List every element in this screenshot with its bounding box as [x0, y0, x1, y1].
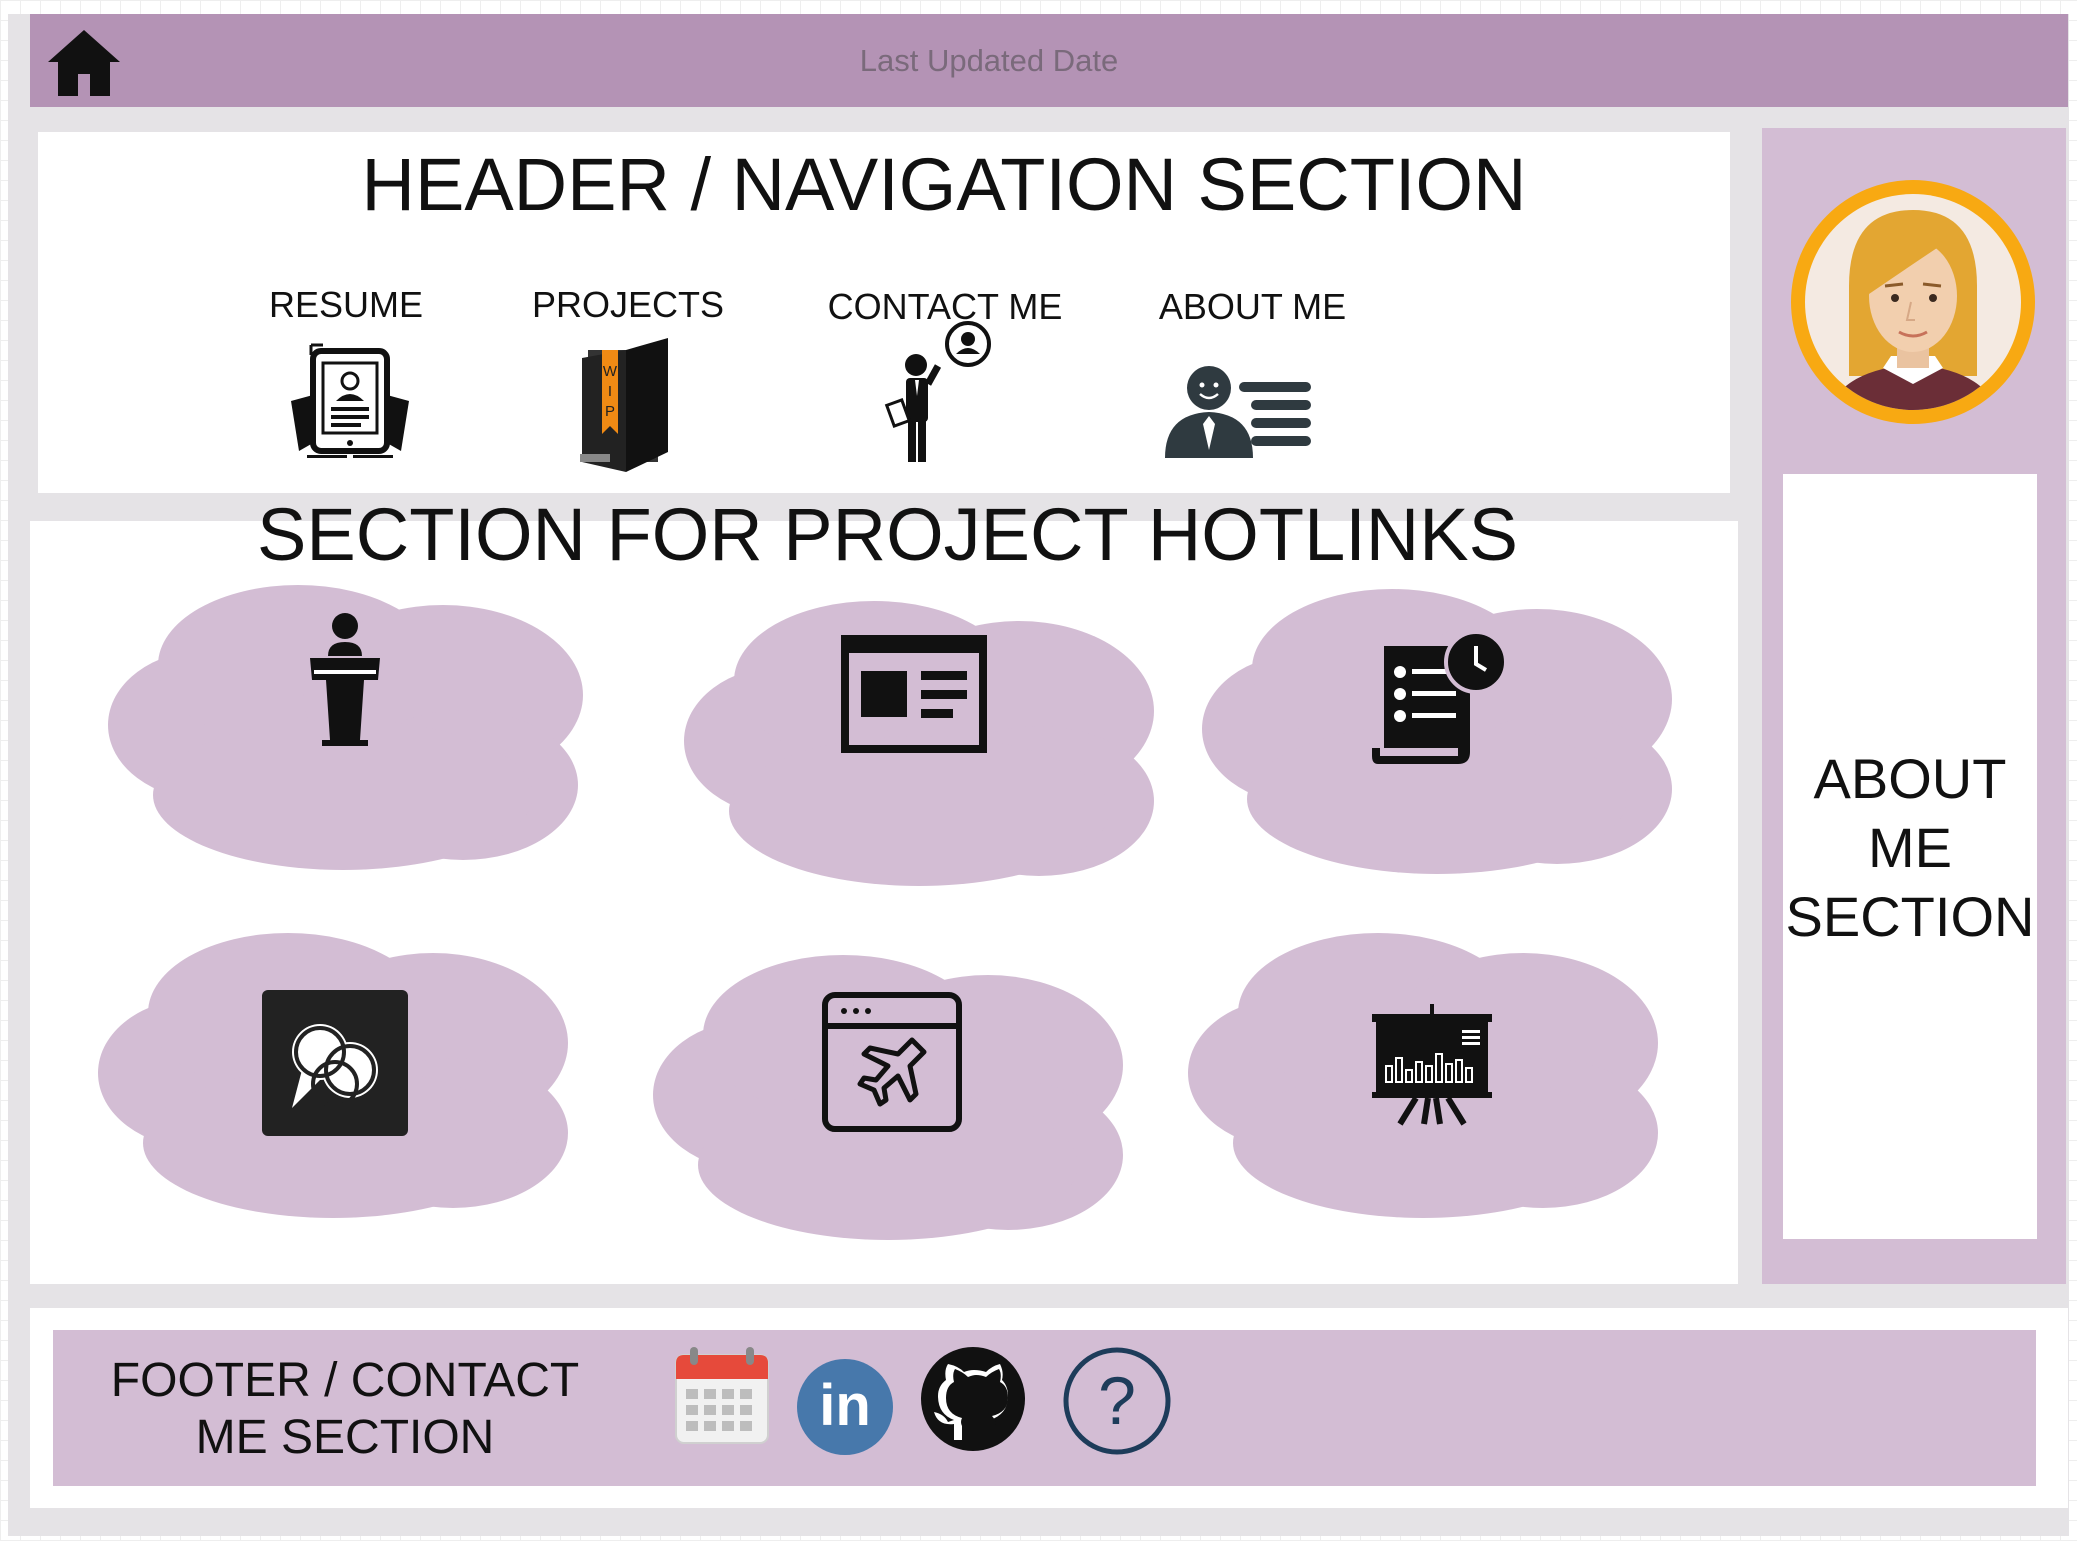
footer-contact-section — [53, 1330, 2036, 1486]
last-updated-date: Last Updated Date — [859, 43, 1119, 78]
podium-speaker-icon[interactable] — [306, 612, 384, 748]
svg-text:I: I — [608, 383, 612, 400]
resume-tablet-icon[interactable] — [283, 343, 417, 465]
linkedin-icon[interactable] — [796, 1358, 894, 1456]
phone-contact-icon[interactable] — [884, 318, 996, 466]
linkedin-label: in — [819, 1373, 871, 1438]
help-icon[interactable] — [1062, 1346, 1172, 1456]
svg-text:W: W — [603, 363, 618, 380]
projects-title: SECTION FOR PROJECT HOTLINKS — [257, 493, 1518, 576]
nav-label-about-me[interactable]: ABOUT ME — [1158, 286, 1347, 327]
browser-airplane-icon[interactable] — [820, 990, 964, 1134]
news-article-icon[interactable] — [841, 635, 987, 753]
home-icon[interactable] — [46, 28, 122, 98]
profile-card-icon[interactable] — [1163, 364, 1313, 462]
svg-text:P: P — [605, 403, 615, 420]
header-title: HEADER / NAVIGATION SECTION — [361, 143, 1527, 226]
footer-title: FOOTER / CONTACT ME SECTION — [110, 1354, 580, 1464]
about-me-title: ABOUT ME SECTION — [1785, 747, 2035, 948]
chat-bubbles-icon[interactable] — [262, 990, 408, 1136]
user-avatar[interactable] — [1787, 176, 2039, 428]
hotlink-cloud-1[interactable] — [108, 580, 583, 870]
wip-folder-icon[interactable]: W I P — [568, 336, 676, 472]
github-icon[interactable] — [920, 1346, 1026, 1452]
checklist-clock-icon[interactable] — [1370, 630, 1510, 766]
nav-label-contact-me[interactable]: CONTACT ME — [827, 286, 1063, 327]
about-me-panel — [1783, 474, 2037, 1239]
calendar-icon[interactable] — [674, 1345, 770, 1445]
nav-label-resume[interactable]: RESUME — [268, 284, 424, 325]
help-label: ? — [1098, 1363, 1136, 1439]
presentation-chart-icon[interactable] — [1370, 1004, 1494, 1126]
top-bar — [30, 14, 2068, 107]
nav-label-projects[interactable]: PROJECTS — [531, 284, 725, 325]
